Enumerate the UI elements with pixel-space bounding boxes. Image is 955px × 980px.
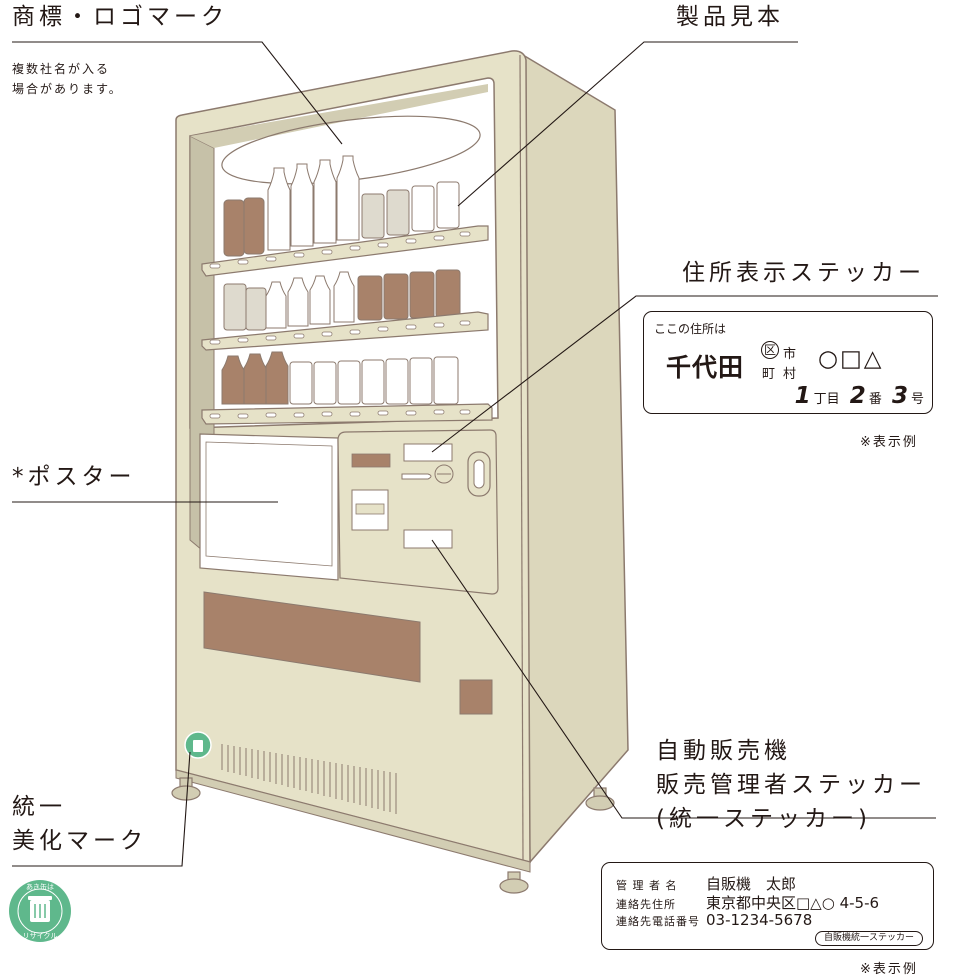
product-row-3 <box>221 351 459 405</box>
manager-tel-key: 連絡先電話番号 <box>616 915 700 928</box>
go-unit: 号 <box>910 392 924 407</box>
logo-note-1: 複数社名が入る <box>12 62 111 76</box>
machine-base <box>175 769 531 873</box>
chome-unit: 丁目 <box>813 392 840 407</box>
label-poster: *ポスター <box>12 464 136 490</box>
chome-number: 1 <box>794 383 811 409</box>
manager-name-row: 管 理 者 名 自販機 太郎 <box>616 873 796 894</box>
shelf-3 <box>201 403 493 425</box>
badge-top-text: あき缶は <box>26 882 54 891</box>
address-example-note: ※表示例 <box>860 435 918 450</box>
address-mura: 村 <box>783 367 797 382</box>
address-heading: ここの住所は <box>654 322 727 336</box>
manager-tel-row: 連絡先電話番号 03-1234-5678 <box>616 911 812 929</box>
label-beautify-1: 統一 <box>12 794 66 820</box>
logo-note-2: 場合があります。 <box>12 82 123 96</box>
address-shi: 市 <box>783 347 797 362</box>
manager-address-value: 東京都中央区□△○ 4-5-6 <box>706 894 880 912</box>
address-sticker-spot <box>403 443 453 462</box>
go-number: 3 <box>891 383 908 409</box>
control-panel <box>337 429 499 595</box>
manager-tel-value: 03-1234-5678 <box>706 911 813 929</box>
beautify-badge-small <box>184 731 212 759</box>
shelf-1 <box>201 225 489 277</box>
label-address-sticker: 住所表示ステッカー <box>682 260 925 286</box>
manager-name-value: 自販機 太郎 <box>706 875 797 893</box>
bill-slot <box>351 453 391 468</box>
vent-grille <box>221 744 397 814</box>
label-manager-1: 自動販売機 <box>656 738 791 764</box>
machine-side-panel <box>517 50 629 864</box>
shelf-2 <box>201 311 489 351</box>
address-ku: 区 <box>761 341 779 359</box>
manager-address-row: 連絡先住所 東京都中央区□△○ 4-5-6 <box>616 892 879 913</box>
address-ku-circle: 区 <box>761 341 779 359</box>
product-row-2 <box>223 269 461 331</box>
label-manager-2: 販売管理者ステッカー <box>656 772 926 798</box>
product-outlet <box>203 591 421 683</box>
product-row-1 <box>223 155 460 257</box>
manager-sticker-example: 管 理 者 名 自販機 太郎 連絡先住所 東京都中央区□△○ 4-5-6 連絡先電話… <box>601 862 934 950</box>
label-manager-3: (統一ステッカー) <box>656 806 871 832</box>
label-product-samples: 製品見本 <box>676 4 784 30</box>
leader-lines <box>12 41 938 867</box>
manager-name-key: 管 理 者 名 <box>616 879 678 892</box>
label-beautify-2: 美化マーク <box>12 828 147 854</box>
ban-unit: 番 <box>868 392 882 407</box>
manager-example-note: ※表示例 <box>860 962 918 977</box>
ban-number: 2 <box>849 383 866 409</box>
manager-address-key: 連絡先住所 <box>616 898 676 911</box>
badge-bottom-text: リサイクル <box>23 932 58 940</box>
label-logo: 商標・ロゴマーク <box>12 4 228 30</box>
poster-area <box>199 433 339 581</box>
coin-return-lever <box>401 473 432 480</box>
machine-feet <box>171 777 615 894</box>
selection-buttons <box>209 231 471 419</box>
address-city: 千代田 <box>666 353 745 382</box>
kick-panel <box>459 679 493 715</box>
recycle-badge: あき缶は リサイクル <box>9 880 71 942</box>
manager-sticker-spot <box>403 529 453 549</box>
manager-sticker-tag: 自販機統一ステッカー <box>814 931 923 946</box>
address-town: ○□△ <box>818 346 884 372</box>
address-machi: 町 <box>762 367 776 382</box>
